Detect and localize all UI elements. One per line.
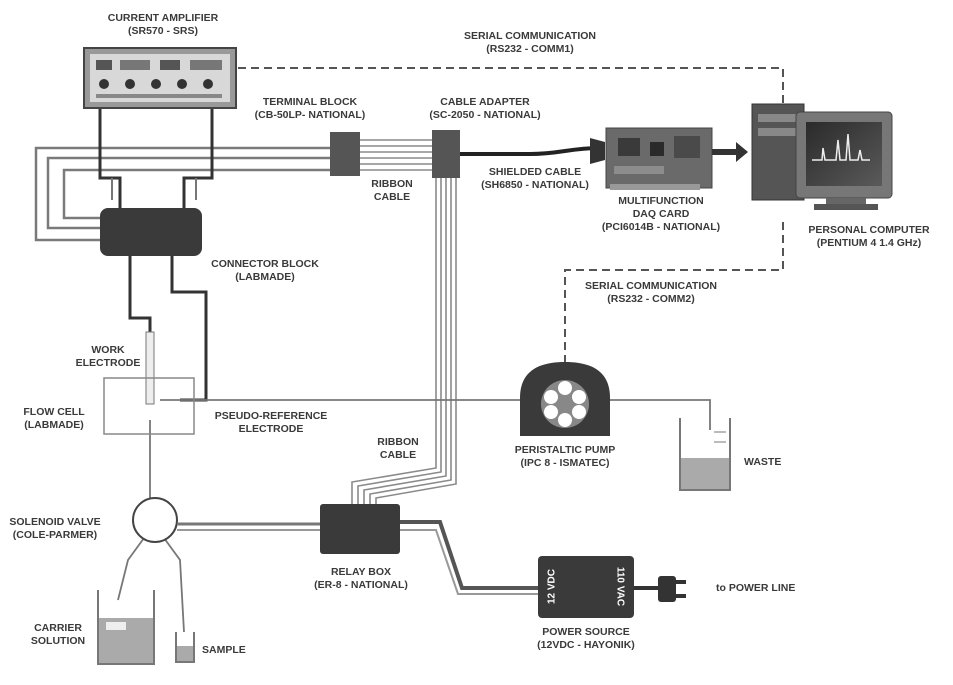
terminal-block (330, 132, 360, 176)
signal-cables (34, 146, 330, 242)
ribbon-cable-top (360, 139, 432, 171)
solenoid-valve (132, 497, 178, 543)
ribbon-cable-bottom (351, 178, 457, 506)
shielded-cable (460, 146, 601, 156)
data-arrow (712, 142, 748, 162)
personal-computer (751, 103, 893, 210)
relay-box (320, 504, 400, 554)
label-waste: WASTE (744, 456, 782, 468)
daq-card (605, 127, 713, 190)
label-shielded-cable: SHIELDED CABLE(SH6850 - NATIONAL) (481, 166, 589, 191)
waste-beaker (679, 418, 731, 491)
label-serial-comm1: SERIAL COMMUNICATION(RS232 - COMM1) (463, 30, 597, 55)
label-relay-box: RELAY BOX(ER-8 - NATIONAL) (314, 566, 408, 591)
sample-tube (175, 632, 195, 663)
serial-comm2-line (564, 222, 784, 365)
label-terminal-block: TERMINAL BLOCK(CB-50LP- NATIONAL) (254, 96, 366, 121)
label-solenoid-valve: SOLENOID VALVE(COLE-PARMER) (9, 516, 101, 541)
connector-block (100, 208, 202, 256)
current-amplifier (83, 47, 237, 109)
serial-comm1-line (238, 67, 784, 110)
label-peristaltic-pump: PERISTALTIC PUMP(IPC 8 - ISMATEC) (514, 444, 616, 469)
label-power-line: to POWER LINE (716, 582, 796, 594)
work-electrode (145, 331, 155, 405)
power-cable (400, 520, 540, 590)
label-cable-adapter: CABLE ADAPTER(SC-2050 - NATIONAL) (429, 96, 541, 121)
label-flow-cell: FLOW CELL(LABMADE) (23, 406, 85, 431)
peristaltic-pump (520, 362, 610, 436)
power-source (538, 556, 634, 618)
carrier-solution-beaker (97, 590, 155, 665)
label-serial-comm2: SERIAL COMMUNICATION(RS232 - COMM2) (584, 280, 718, 305)
power-source-12vdc: 12 VDC (546, 569, 558, 605)
power-source-110vac: 110 VAC (614, 566, 626, 607)
label-personal-computer: PERSONAL COMPUTER(PENTIUM 4 1.4 GHz) (808, 224, 930, 249)
label-power-source: POWER SOURCE(12VDC - HAYONIK) (537, 626, 635, 651)
label-current-amplifier: CURRENT AMPLIFIER(SR570 - SRS) (107, 12, 219, 37)
amplifier-cables (98, 108, 214, 210)
label-sample: SAMPLE (202, 644, 246, 656)
power-plug-icon (658, 576, 686, 602)
cable-adapter (432, 130, 460, 178)
flow-cell (103, 377, 195, 435)
label-connector-block: CONNECTOR BLOCK(LABMADE) (211, 258, 319, 283)
